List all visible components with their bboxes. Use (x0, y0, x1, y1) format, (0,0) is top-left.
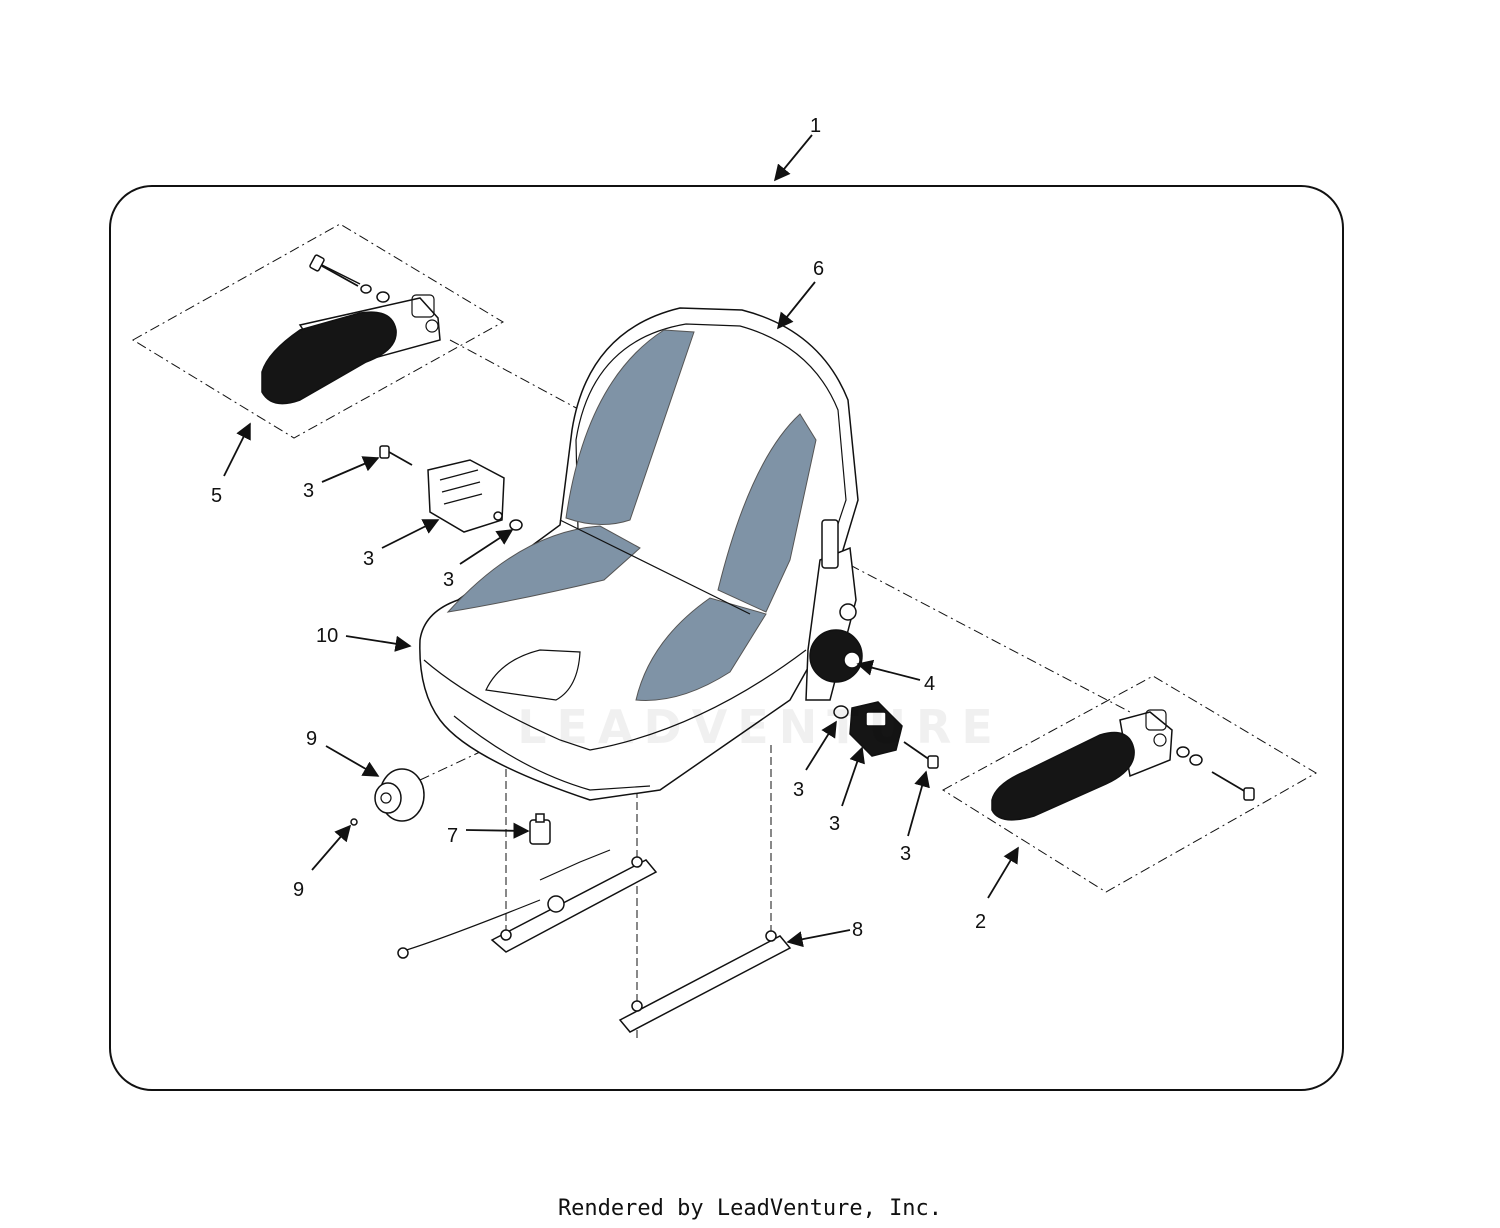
callout-3: 3 (363, 548, 374, 570)
callout-3: 3 (900, 843, 911, 865)
right-belt-buckle (833, 701, 939, 769)
right-armrest (991, 709, 1255, 821)
callout-9: 9 (306, 728, 317, 750)
callout-5: 5 (211, 485, 222, 507)
seat-knob (350, 768, 425, 826)
adjuster-knob (805, 519, 863, 701)
knob-centerline (419, 751, 481, 781)
left-armrest (261, 254, 441, 405)
leader-arrows (223, 134, 1019, 948)
callout-9: 9 (293, 879, 304, 901)
assembly-boundary (109, 185, 1344, 1091)
callout-3: 3 (829, 813, 840, 835)
callout-6: 6 (813, 258, 824, 280)
watermark: LEADVENTURE (517, 700, 1003, 754)
seat-switch (529, 813, 551, 845)
left-belt-latch (379, 445, 523, 533)
callout-7: 7 (447, 825, 458, 847)
callout-3: 3 (303, 480, 314, 502)
callout-8: 8 (852, 919, 863, 941)
slide-rails (397, 849, 792, 1033)
callout-3: 3 (793, 779, 804, 801)
right-arm-centerline (849, 564, 1131, 713)
left-arm-centerline (449, 339, 581, 411)
left-armrest-group-box (132, 223, 504, 439)
callout-1: 1 (810, 115, 821, 137)
callout-10: 10 (316, 625, 338, 647)
seat (419, 307, 859, 801)
right-armrest-group-box (942, 675, 1317, 893)
callout-3: 3 (443, 569, 454, 591)
callout-2: 2 (975, 911, 986, 933)
callout-4: 4 (924, 673, 935, 695)
footer-credit: Rendered by LeadVenture, Inc. (557, 1196, 943, 1221)
